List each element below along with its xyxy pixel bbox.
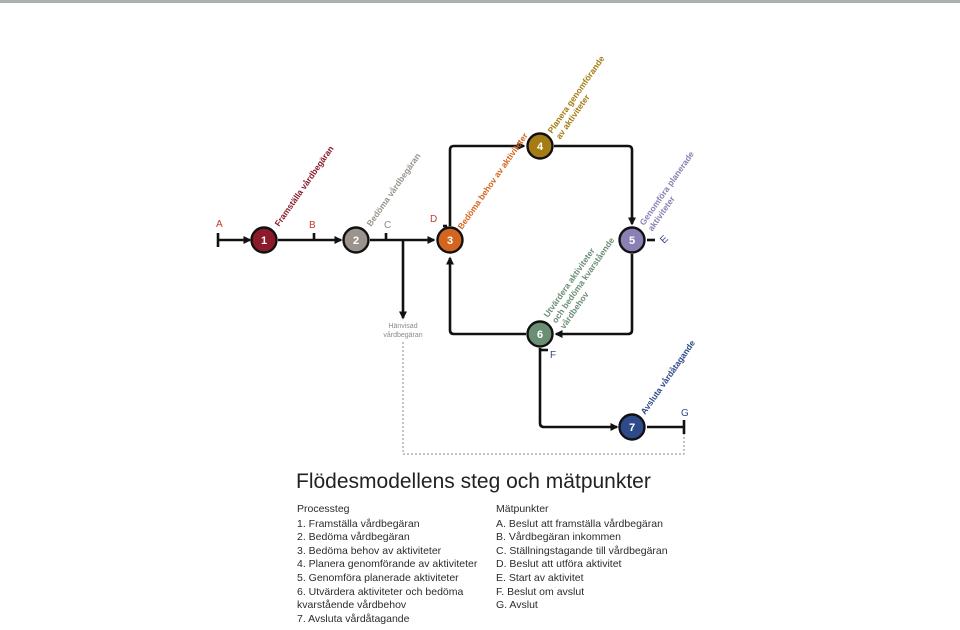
- referral-dotted-path: [402, 342, 685, 455]
- node-5-label: Genomföra planerade aktiviteter: [637, 149, 696, 233]
- node-1-number: 1: [261, 235, 267, 247]
- measure-point-item-d: D. Beslut att utföra aktivitet: [496, 558, 622, 571]
- measure-point-b: B: [309, 220, 316, 231]
- node-3-number: 3: [447, 235, 453, 247]
- measure-point-e: E: [658, 233, 671, 246]
- flow-edges: [218, 142, 684, 431]
- measure-point-item-b: B. Vårdbegäran inkommen: [496, 531, 621, 544]
- process-step-3: 3. Bedöma behov av aktiviteter: [297, 544, 442, 557]
- measure-points-list: Mätpunkter A. Beslut att framställa vård…: [496, 503, 696, 613]
- node-4-label-line1: Planera genomförande: [545, 54, 606, 135]
- flow-diagram: A B C D E F G 1 2 3 4 5 6 7 Framställa v…: [216, 54, 697, 455]
- node-1: 1: [250, 226, 278, 254]
- measure-point-item-a: A. Beslut att framställa vårdbegäran: [496, 517, 663, 530]
- process-step-7: 7. Avsluta vårdåtagande: [297, 612, 410, 625]
- edge-4-to-5: [554, 144, 636, 226]
- node-4-label: Planera genomförande av aktiviteter: [545, 54, 606, 141]
- process-steps-list: Processteg 1. Framställa vårdbegäran 2. …: [297, 503, 487, 626]
- node-1-label: Framställa vårdbegäran: [272, 144, 335, 228]
- node-6-label: Utvärdera aktiviteter och bedöma kvarstå…: [541, 235, 617, 330]
- measure-point-item-f: F. Beslut om avslut: [496, 585, 585, 598]
- edge-6-to-7: [538, 348, 619, 431]
- measure-ticks: [216, 224, 686, 434]
- referral-label-line1: Hänvisad: [388, 323, 417, 330]
- measure-point-g: G: [681, 408, 689, 419]
- process-step-1: 1. Framställa vårdbegäran: [297, 517, 420, 530]
- measure-point-item-c: C. Ställningstagande till vårdbegäran: [496, 544, 668, 557]
- process-step-6-continued: kvarstående vårdbehov: [297, 599, 407, 612]
- measure-point-d: D: [430, 214, 437, 225]
- node-2-number: 2: [353, 235, 359, 247]
- process-step-2: 2. Bedöma vårdbegäran: [297, 531, 410, 544]
- node-7-number: 7: [629, 422, 635, 434]
- measure-points-heading: Mätpunkter: [496, 503, 549, 515]
- node-5-number: 5: [629, 235, 635, 247]
- node-5-label-line1: Genomföra planerade: [637, 149, 696, 227]
- process-steps-heading: Processteg: [297, 503, 350, 515]
- edge-5-to-6: [554, 254, 634, 338]
- measure-point-c: C: [384, 220, 391, 231]
- node-5: 5: [618, 226, 646, 254]
- node-6: 6: [526, 320, 554, 348]
- measure-point-a: A: [216, 219, 223, 230]
- legend-title: Flödesmodellens steg och mätpunkter: [296, 470, 651, 493]
- node-4-number: 4: [537, 141, 544, 153]
- process-step-4: 4. Planera genomförande av aktiviteter: [297, 558, 478, 571]
- node-3: 3: [436, 226, 464, 254]
- measure-point-item-e: E. Start av aktivitet: [496, 571, 584, 584]
- edge-3-to-4: [448, 142, 526, 226]
- node-6-number: 6: [537, 329, 543, 341]
- referral-label-line2: vårdbegäran: [383, 331, 422, 339]
- edge-6-to-3: [446, 256, 526, 336]
- node-4: 4: [526, 132, 554, 160]
- node-2-label: Bedöma vårdbegäran: [364, 151, 422, 228]
- node-7: 7: [618, 413, 646, 441]
- measure-point-f: F: [550, 350, 556, 361]
- node-6-label-line2: och bedöma kvarstående: [550, 235, 617, 325]
- node-2: 2: [342, 226, 370, 254]
- node-7-label: Avsluta vårdåtagande: [638, 338, 697, 416]
- process-step-5: 5. Genomföra planerade aktiviteter: [297, 571, 459, 584]
- measure-point-item-g: G. Avslut: [496, 599, 538, 612]
- top-border: [0, 0, 960, 3]
- process-step-6: 6. Utvärdera aktiviteter och bedöma: [297, 585, 464, 598]
